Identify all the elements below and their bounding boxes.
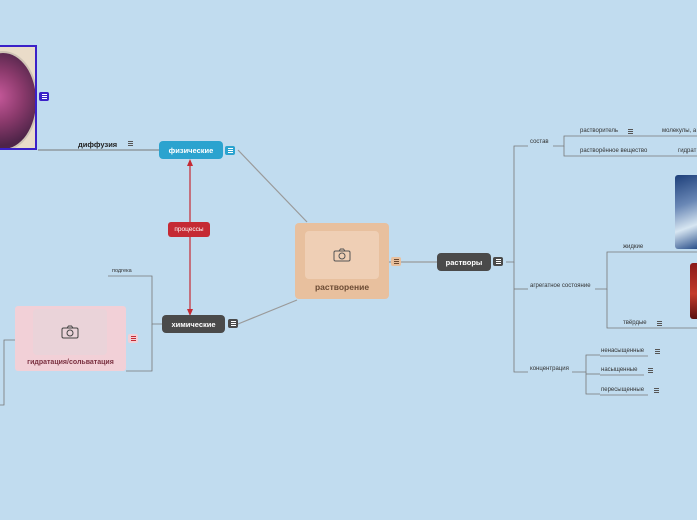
diffusion-label[interactable]: диффузия	[78, 140, 118, 149]
central-label: растворение	[314, 282, 370, 292]
aggregate-label[interactable]: агрегатное состояние	[530, 283, 591, 289]
solvent-menu-icon[interactable]	[625, 127, 635, 136]
supersaturated-menu-icon[interactable]	[651, 386, 661, 395]
solid-menu-icon[interactable]	[654, 319, 664, 328]
solvent-label[interactable]: растворитель	[580, 128, 619, 134]
hydration-node[interactable]: гидратация/сольватация	[15, 306, 126, 371]
chemical-label: химические	[171, 319, 216, 329]
hydration-image-placeholder	[33, 309, 107, 355]
composition-label[interactable]: состав	[530, 139, 549, 145]
physical-node[interactable]: физические	[159, 141, 223, 159]
processes-node[interactable]: процессы	[168, 222, 210, 237]
hydration-menu-icon[interactable]	[128, 334, 138, 343]
chemical-menu-icon[interactable]	[228, 319, 238, 328]
rasteg-label[interactable]: подгека	[112, 268, 132, 274]
solute-label[interactable]: растворённое вещество	[580, 148, 648, 154]
saturated-menu-icon[interactable]	[645, 366, 655, 375]
diffusion-menu-icon[interactable]	[125, 139, 135, 148]
solutions-node[interactable]: растворы	[437, 253, 491, 271]
saturated-label[interactable]: насыщенные	[601, 367, 638, 373]
unsaturated-menu-icon[interactable]	[652, 347, 662, 356]
liquid-image	[675, 175, 697, 249]
diffusion-image-menu-icon[interactable]	[39, 92, 49, 101]
unsaturated-label[interactable]: ненасыщенные	[601, 348, 645, 354]
central-node[interactable]: растворение	[295, 223, 389, 299]
chemical-node[interactable]: химические	[162, 315, 225, 333]
central-menu-icon[interactable]	[391, 257, 401, 266]
camera-icon	[333, 248, 351, 262]
physical-label: физические	[168, 145, 214, 155]
physical-menu-icon[interactable]	[225, 146, 235, 155]
solid-label[interactable]: твёрдые	[623, 320, 647, 326]
central-image-placeholder	[305, 231, 379, 279]
solvent-detail-label[interactable]: молекулы, а	[662, 128, 697, 134]
diffusion-image	[0, 45, 37, 150]
solute-detail-label[interactable]: гидрат	[678, 148, 697, 154]
camera-icon	[61, 325, 79, 339]
solutions-menu-icon[interactable]	[493, 257, 503, 266]
hydration-label: гидратация/сольватация	[27, 359, 114, 366]
concentration-label[interactable]: концентрация	[530, 366, 569, 372]
supersaturated-label[interactable]: пересыщенные	[601, 387, 645, 393]
solid-image	[690, 263, 697, 319]
processes-label: процессы	[174, 226, 204, 233]
liquid-label[interactable]: жидкие	[623, 244, 644, 250]
solutions-label: растворы	[445, 257, 483, 267]
